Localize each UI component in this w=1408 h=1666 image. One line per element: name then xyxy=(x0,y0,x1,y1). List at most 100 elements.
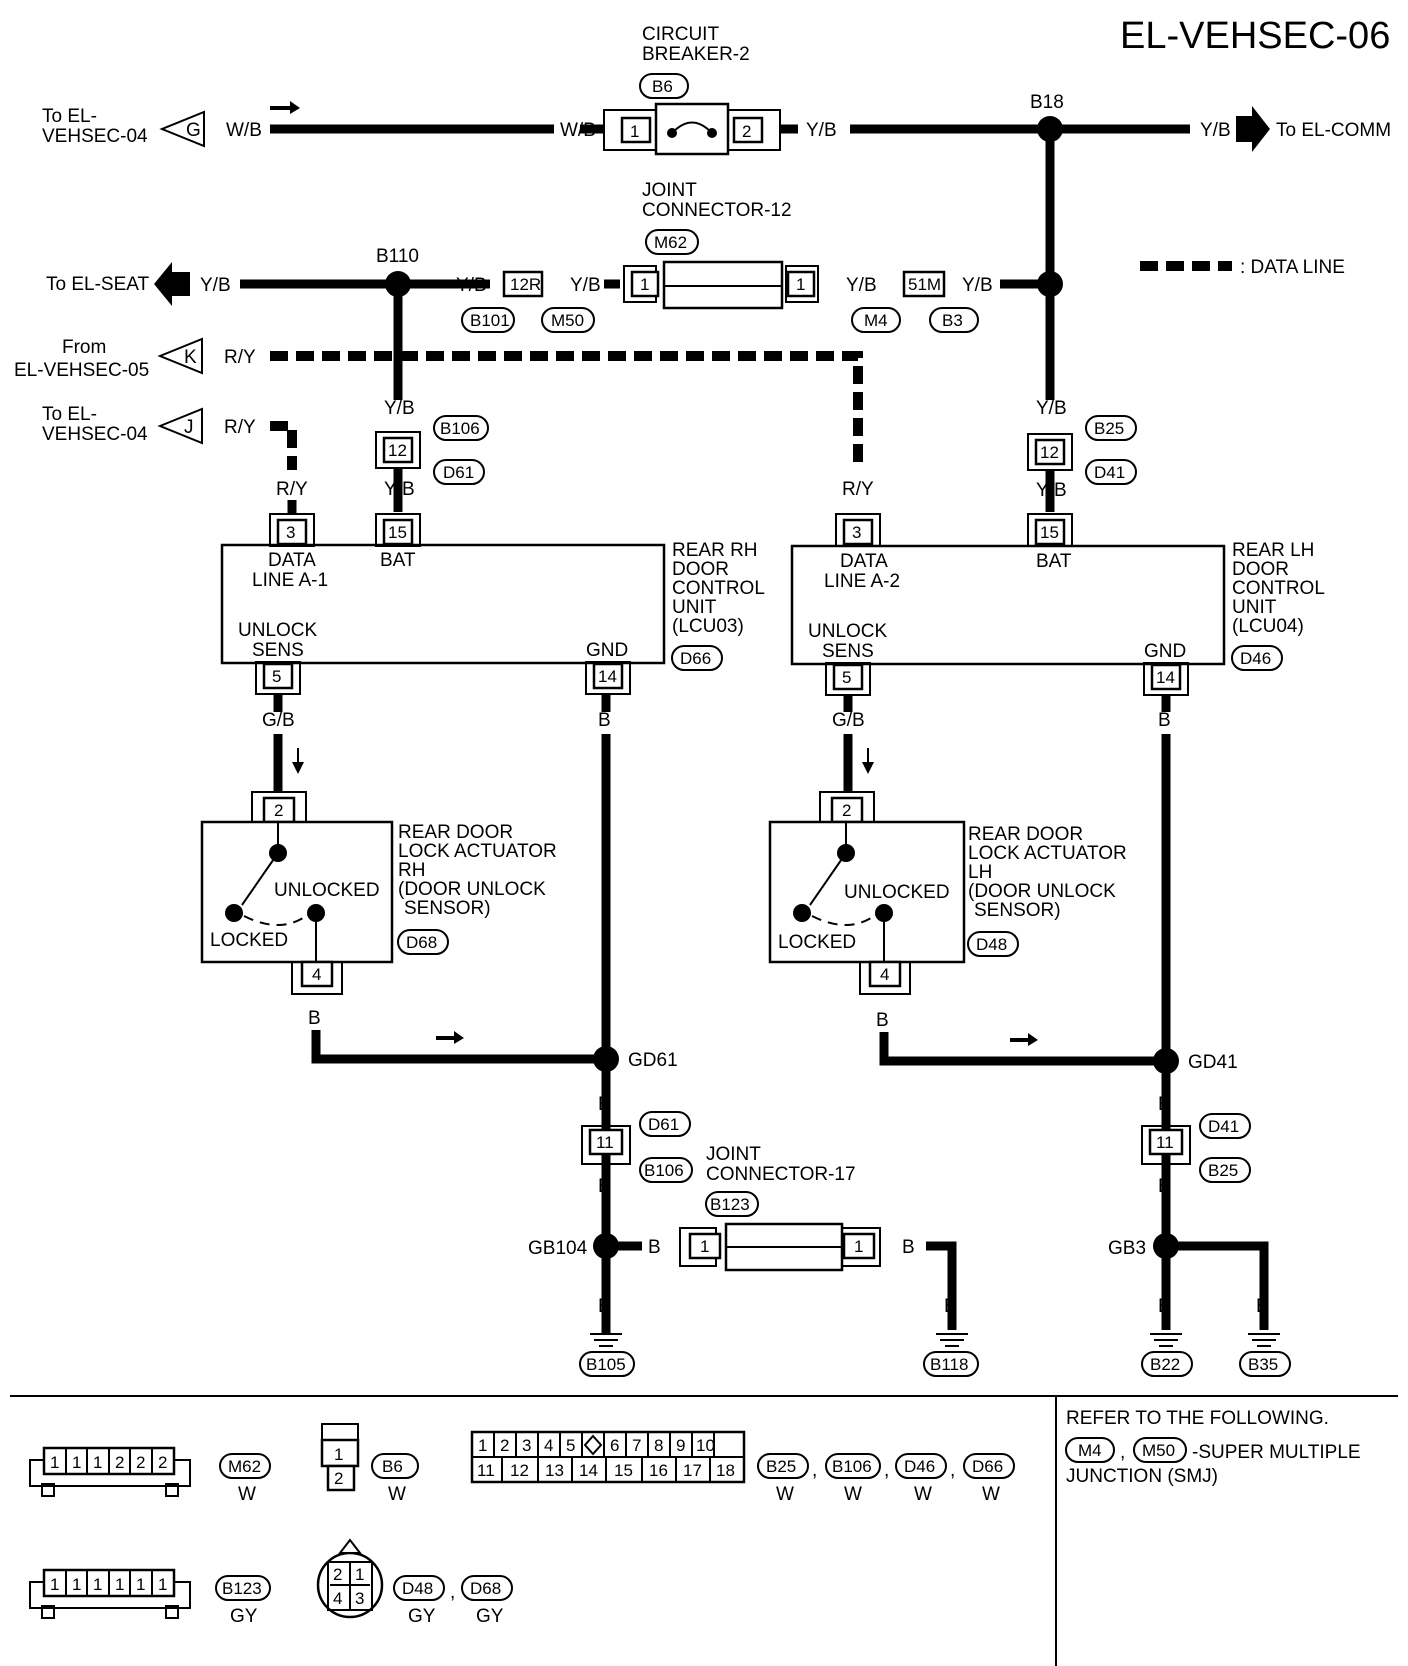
lh-door-lock-actuator xyxy=(768,820,966,964)
wire-label-b-b35: B xyxy=(1256,1296,1269,1317)
lh-pin-14 xyxy=(1150,663,1182,691)
lh-lbl-unlock-2: SENS xyxy=(822,641,874,662)
wire-label-gb-lh: G/B xyxy=(832,710,865,731)
tag-b123 xyxy=(705,1191,759,1217)
footer-b106-color: W xyxy=(844,1484,862,1505)
rh-door-lock-actuator xyxy=(200,820,394,964)
tag-b105-text: B105 xyxy=(586,1355,626,1374)
rh-pin-15-text: 15 xyxy=(388,523,407,542)
footer-comma-3: , xyxy=(950,1460,955,1481)
big-pin-r2-6: 17 xyxy=(683,1461,702,1480)
tag-d41-lower-text: D41 xyxy=(1208,1117,1239,1136)
lh-unit-name-1: DOOR xyxy=(1232,559,1289,580)
footer-tag-d68 xyxy=(461,1575,513,1601)
footer-d68-color: GY xyxy=(476,1606,504,1627)
wire-label-b-b118: B xyxy=(944,1296,957,1317)
wire-label-b-rh-act: B xyxy=(308,1008,321,1029)
footer-tag-b25 xyxy=(757,1453,809,1479)
arrow-left-icon xyxy=(154,262,190,306)
lh-act-name-0: REAR DOOR xyxy=(968,824,1083,845)
rh-unit-name-4: (LCU03) xyxy=(672,616,744,637)
connector-j-dest-1: To EL- xyxy=(42,404,97,425)
connector-g-dest-1: To EL- xyxy=(42,106,97,127)
footer-tag-m62-text: M62 xyxy=(228,1457,261,1476)
footer-tag-d68-text: D68 xyxy=(470,1579,501,1598)
m62-pin-0: 1 xyxy=(50,1453,59,1472)
lh-door-control-unit xyxy=(790,544,1226,666)
lh-act-pin-2-text: 2 xyxy=(842,801,851,820)
connector-face-18pin xyxy=(470,1430,746,1484)
joint12-shell-r xyxy=(785,265,819,303)
rh-pin-3 xyxy=(276,518,308,546)
tag-m50-text: M50 xyxy=(551,311,584,330)
lh-lbl-bat: BAT xyxy=(1036,551,1072,572)
tag-m62 xyxy=(645,229,699,255)
round-pin-2: 4 xyxy=(333,1589,342,1608)
junction-gb104-label: GB104 xyxy=(528,1238,588,1259)
footer-b25-color: W xyxy=(776,1484,794,1505)
tag-b6-text: B6 xyxy=(652,77,673,96)
refer-line-2: -SUPER MULTIPLE xyxy=(1192,1442,1361,1463)
refer-line-1: REFER TO THE FOLLOWING. xyxy=(1066,1408,1329,1429)
connector-k-flag xyxy=(157,337,203,375)
flow-arrow-icon xyxy=(436,1031,464,1044)
inline-pin-12-right-text: 12 xyxy=(1040,443,1059,462)
lh-switch-travel-icon xyxy=(811,915,875,926)
tag-d46-text: D46 xyxy=(1240,649,1271,668)
b123-pin-1: 1 xyxy=(72,1575,81,1594)
tag-b25-lower xyxy=(1199,1157,1251,1183)
wire-label-ry-lh: R/Y xyxy=(842,479,874,500)
footer-tag-d46-text: D46 xyxy=(904,1457,935,1476)
b6-pin-0: 1 xyxy=(334,1445,343,1464)
tag-d48 xyxy=(967,931,1019,957)
joint12-label-1: JOINT xyxy=(642,180,697,201)
connector-g-letter: G xyxy=(186,120,201,141)
inline-51m-text: 51M xyxy=(908,275,941,294)
footer-tag-d48-text: D48 xyxy=(402,1579,433,1598)
tag-m62-text: M62 xyxy=(654,233,687,252)
footer-tag-m62 xyxy=(219,1453,271,1479)
joint17-pin-r xyxy=(842,1232,876,1260)
wire-label-yb-m50: Y/B xyxy=(570,275,601,296)
m62-pin-5: 2 xyxy=(158,1453,167,1472)
legend-data-line-label: : DATA LINE xyxy=(1240,257,1345,278)
lh-unit-name-2: CONTROL xyxy=(1232,578,1325,599)
inline-pin-11-left-text: 11 xyxy=(596,1133,614,1152)
joint17-pin-l xyxy=(688,1232,722,1260)
lh-switch-locked-contact xyxy=(793,904,811,922)
wire-b-rh-act-to-gd61 xyxy=(311,1030,606,1064)
connector-face-b123 xyxy=(29,1568,191,1619)
footer-tag-d48 xyxy=(393,1575,445,1601)
rh-lbl-unlock-2: SENS xyxy=(252,640,304,661)
junction-gb3-label: GB3 xyxy=(1108,1238,1146,1259)
b123-pin-5: 1 xyxy=(158,1575,167,1594)
breaker-pin-1 xyxy=(620,116,652,144)
footer-m62-color: W xyxy=(238,1484,256,1505)
wire-label-gb-rh: G/B xyxy=(262,710,295,731)
footer-tag-b106 xyxy=(825,1453,881,1479)
m62-pin-1: 1 xyxy=(72,1453,81,1472)
lh-pin-15-shell xyxy=(1027,513,1073,547)
breaker-pin-2 xyxy=(732,116,764,144)
tag-b35 xyxy=(1239,1351,1291,1377)
big-pin-r2-3: 14 xyxy=(579,1461,598,1480)
wire-label-yb-m4: Y/B xyxy=(846,275,877,296)
rh-pin-5-text: 5 xyxy=(272,667,281,686)
round-pin-0: 2 xyxy=(333,1565,342,1584)
m62-pin-4: 2 xyxy=(136,1453,145,1472)
big-pin-r1-4: 5 xyxy=(566,1436,575,1455)
big-pin-r1-0: 1 xyxy=(478,1436,487,1455)
refer-tag-m4 xyxy=(1065,1437,1115,1463)
joint12-pin-r-text: 1 xyxy=(796,275,805,294)
lh-act-pin-4-text: 4 xyxy=(880,965,889,984)
b123-pin-3: 1 xyxy=(115,1575,124,1594)
connector-k-dest-2: EL-VEHSEC-05 xyxy=(14,360,149,381)
wire-label-wb-left: W/B xyxy=(226,120,262,141)
tag-d68-text: D68 xyxy=(406,933,437,952)
inline-pin-12-left xyxy=(382,436,414,464)
tag-d41 xyxy=(1085,459,1137,485)
connector-comm-dest: To EL-COMM xyxy=(1276,120,1391,141)
rh-unit-name-3: UNIT xyxy=(672,597,717,618)
tag-d61-lower xyxy=(639,1111,691,1137)
rh-locked-label: LOCKED xyxy=(210,930,288,951)
